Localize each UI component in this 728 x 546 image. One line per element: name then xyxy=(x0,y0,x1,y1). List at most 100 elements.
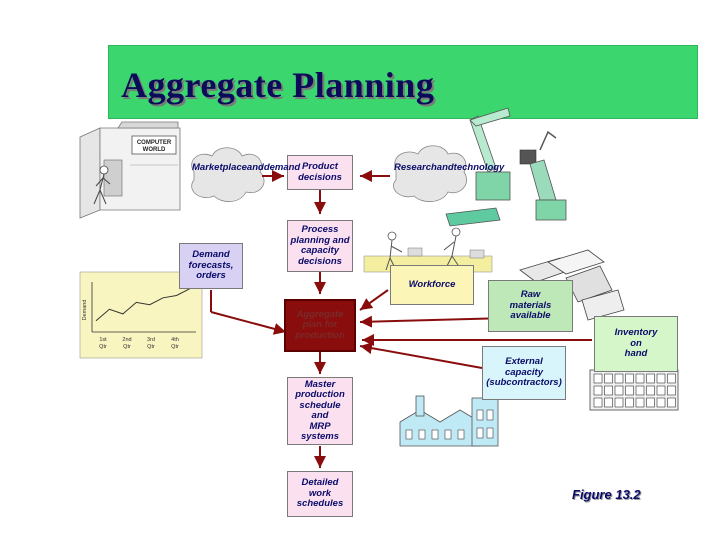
workforce-text: Workforce xyxy=(408,278,456,291)
page-title: Aggregate Planning xyxy=(121,65,435,105)
shelf-bin xyxy=(646,385,655,396)
marketplace-cloud xyxy=(191,147,265,202)
text-line: Master xyxy=(304,378,336,390)
text-line: hand xyxy=(624,348,648,360)
shelf-bin xyxy=(625,385,634,396)
text-line: planning and xyxy=(290,234,350,246)
shelf-bin xyxy=(667,397,676,408)
text-line: capacity xyxy=(504,366,543,378)
store-sign xyxy=(131,135,177,155)
text-line: production xyxy=(295,389,345,400)
text-line: decisions xyxy=(298,171,342,183)
store-sign-line-2: WORLD xyxy=(143,147,166,153)
factory-illustration xyxy=(399,395,499,447)
shelf-bin xyxy=(667,385,676,396)
factory-window xyxy=(444,429,452,440)
x-tick-label-unit: Qtr xyxy=(147,344,155,350)
shelf-bin xyxy=(625,373,634,384)
x-tick-label: 3rd xyxy=(147,337,155,343)
text-line: forecasts, xyxy=(188,259,234,271)
x-tick-label: 2nd xyxy=(122,337,131,343)
text-line: Raw xyxy=(520,289,541,301)
store-sign-line-1: COMPUTER xyxy=(137,140,172,146)
factory-window xyxy=(486,427,494,439)
flow-arrows xyxy=(210,170,592,468)
shelf-bin xyxy=(635,397,645,408)
shelf-bin xyxy=(614,373,624,384)
shelf-bin xyxy=(593,397,603,408)
robot-illustration xyxy=(445,107,567,227)
text-line: schedules xyxy=(296,498,344,510)
factory-window xyxy=(418,429,426,440)
shelf-bin xyxy=(656,373,666,384)
text-line: Aggregate xyxy=(296,308,344,320)
shelf-bin xyxy=(614,385,624,396)
text-line: Workforce xyxy=(408,278,456,290)
shelf-bin xyxy=(593,385,603,396)
store-illustration: COMPUTER WORLD xyxy=(79,121,181,219)
shelf-bin xyxy=(646,373,655,384)
text-line: Demand xyxy=(192,249,230,261)
shelf-bin xyxy=(646,397,655,408)
raw-materials-illustration xyxy=(519,249,625,321)
shelf-bin xyxy=(604,397,613,408)
shelf-bin xyxy=(604,373,613,384)
text-line: Marketplace xyxy=(192,162,247,173)
title-bar: Aggregate Planning xyxy=(108,45,698,119)
text-line: MRP xyxy=(309,420,331,432)
shelf-bin xyxy=(625,397,634,408)
marketplace-cloud-text: Marketplaceanddemand xyxy=(192,162,300,174)
workforce-box: Workforce xyxy=(390,265,474,305)
text-line: and xyxy=(246,162,264,173)
x-tick-label-unit: Qtr xyxy=(171,344,179,350)
text-line: Process xyxy=(301,224,339,235)
text-line: plan for xyxy=(302,319,338,331)
x-tick-label: 1st xyxy=(99,337,107,343)
shelf-bin xyxy=(667,373,676,384)
y-axis-label: Demand xyxy=(82,300,88,321)
factory-window xyxy=(476,409,484,421)
text-line: Detailed xyxy=(301,477,339,489)
shelf-bin xyxy=(635,373,645,384)
shelf-bin xyxy=(635,385,645,396)
text-line: production xyxy=(295,329,345,341)
factory-window xyxy=(457,429,465,440)
text-line: systems xyxy=(300,431,340,442)
shelf-bin xyxy=(593,373,603,384)
x-tick-label-unit: Qtr xyxy=(99,344,107,350)
text-line: available xyxy=(510,310,551,322)
factory-window xyxy=(405,429,413,440)
x-tick-label-unit: Qtr xyxy=(123,344,131,350)
text-line: (subcontractors) xyxy=(486,377,562,389)
shelf-bin xyxy=(614,397,624,408)
text-line: External xyxy=(505,356,543,368)
text-line: schedule and xyxy=(299,399,341,421)
text-line: technology xyxy=(453,162,505,173)
text-line: and xyxy=(436,162,454,173)
text-line: materials xyxy=(509,299,552,311)
shelf-bin xyxy=(656,397,666,408)
text-line: decisions xyxy=(298,255,342,267)
factory-window xyxy=(486,409,494,421)
shelf-bin xyxy=(604,385,613,396)
text-line: Research xyxy=(394,162,437,173)
